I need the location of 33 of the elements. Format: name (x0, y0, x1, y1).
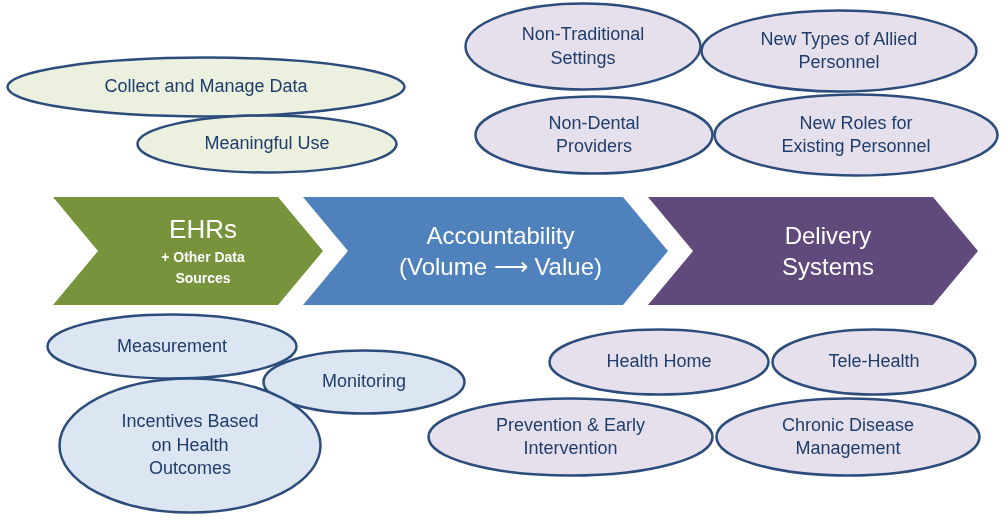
oval-shape (474, 95, 714, 175)
oval-label: New Types of Allied Personnel (759, 27, 919, 74)
oval-label: Monitoring (320, 370, 407, 394)
chevron-title: Delivery Systems (781, 220, 875, 282)
oval-label: Non-Dental Providers (547, 111, 641, 158)
oval-label: Non-Traditional Settings (520, 23, 646, 70)
oval-label: Incentives Based on Health Outcomes (120, 410, 260, 481)
oval-shape (700, 9, 978, 93)
oval-shape (427, 397, 714, 477)
oval-shape (715, 397, 981, 477)
oval-shape (6, 56, 406, 118)
oval-label: Chronic Disease Management (780, 413, 916, 460)
chevron-title: EHRs (168, 213, 238, 247)
oval-shape (136, 114, 398, 174)
oval-shape (464, 2, 702, 91)
oval-shape (46, 313, 298, 380)
oval-shape (771, 328, 977, 396)
oval-label: Measurement (115, 334, 229, 358)
chevron-shape (648, 197, 978, 305)
chevron-subtitle: + Other Data Sources (160, 247, 246, 288)
chevron-shape (303, 197, 668, 305)
oval-shape (713, 93, 999, 177)
oval-shape (262, 349, 466, 415)
oval-label: Collect and Manage Data (103, 75, 309, 99)
oval-label: Prevention & Early Intervention (494, 413, 647, 460)
chevron-title: Accountability (Volume ⟶ Value) (398, 220, 603, 282)
oval-label: Health Home (605, 350, 713, 374)
oval-label: Tele-Health (827, 350, 921, 374)
oval-label: New Roles for Existing Personnel (780, 111, 932, 158)
oval-shape (548, 328, 770, 396)
oval-shape (58, 377, 322, 514)
oval-label: Meaningful Use (203, 132, 331, 156)
chevron-shape (53, 197, 323, 305)
